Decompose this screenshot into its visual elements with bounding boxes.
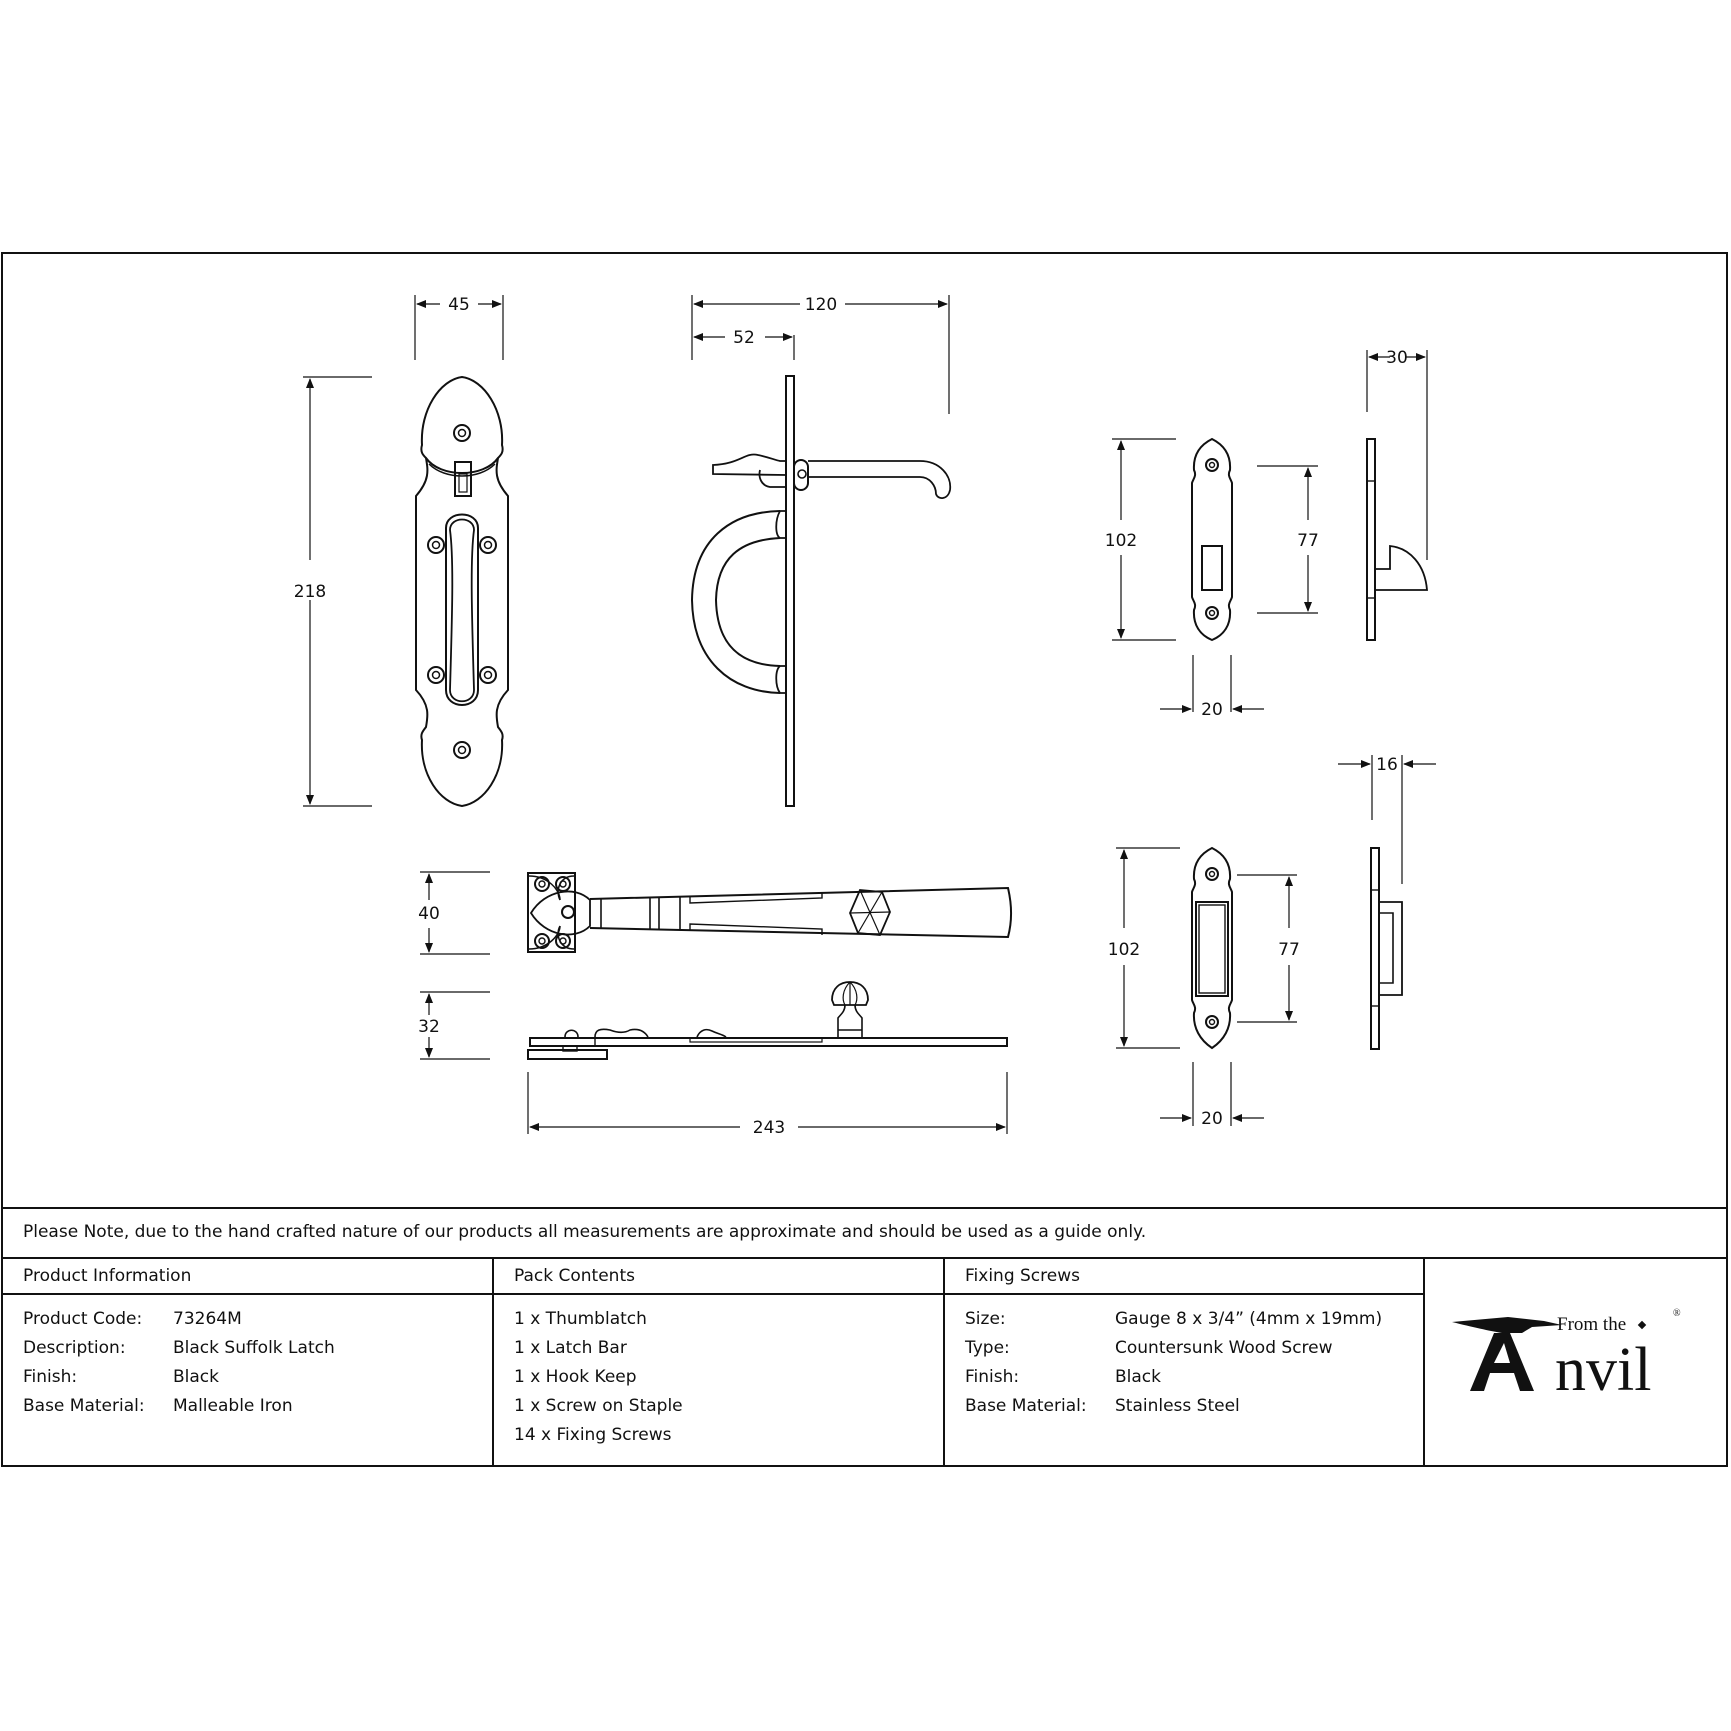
latch-bar-side-view: [420, 981, 1008, 1134]
dim-thumblatch-width: 45: [448, 295, 470, 315]
logo-brand: nvil: [1555, 1336, 1651, 1404]
fixing-screw-row: Base Material:Stainless Steel: [965, 1396, 1240, 1416]
registered-mark: ®: [1673, 1308, 1681, 1319]
pack-item: 1 x Latch Bar: [514, 1338, 627, 1358]
fixing-screw-row: Type:Countersunk Wood Screw: [965, 1338, 1333, 1358]
from-the-anvil-logo: nvil From the ®: [1412, 1259, 1728, 1467]
staple-side-view: [1338, 755, 1436, 1050]
dim-hook-keep-projection: 30: [1386, 348, 1408, 368]
fixing-screws-column: Fixing Screws Size:Gauge 8 x 3/4” (4mm x…: [945, 1259, 1425, 1467]
product-info-row: Finish:Black: [23, 1367, 219, 1387]
dim-thumblatch-height: 218: [294, 582, 326, 602]
pack-contents-header: Pack Contents: [494, 1259, 943, 1295]
product-info-row: Product Code:73264M: [23, 1309, 242, 1329]
measurement-note: Please Note, due to the hand crafted nat…: [1, 1207, 1728, 1259]
dim-side-depth-handle: 52: [733, 328, 755, 348]
pack-item: 1 x Screw on Staple: [514, 1396, 683, 1416]
hook-keep-side-view: [1366, 350, 1428, 641]
dim-staple-hole-spacing: 77: [1278, 940, 1300, 960]
pack-contents-column: Pack Contents 1 x Thumblatch 1 x Latch B…: [494, 1259, 945, 1467]
dim-staple-projection: 16: [1376, 755, 1398, 775]
fixing-screw-row: Size:Gauge 8 x 3/4” (4mm x 19mm): [965, 1309, 1383, 1329]
pack-item: 1 x Hook Keep: [514, 1367, 637, 1387]
dim-staple-height: 102: [1108, 940, 1140, 960]
dim-hook-keep-height: 102: [1105, 531, 1137, 551]
product-information-column: Product Information Product Code:73264M …: [1, 1259, 494, 1467]
dim-latch-bar-top-height: 40: [418, 904, 440, 924]
staple-front-view: [1116, 846, 1297, 1126]
thumblatch-front-view: [303, 295, 509, 808]
info-table: Product Information Product Code:73264M …: [1, 1259, 1425, 1467]
anvil-logo-icon: nvil From the ®: [1452, 1308, 1681, 1404]
product-info-row: Description:Black Suffolk Latch: [23, 1338, 335, 1358]
thumblatch-side-view: [690, 295, 952, 807]
dim-staple-width: 20: [1201, 1109, 1223, 1129]
product-information-header: Product Information: [3, 1259, 492, 1295]
note-text: Please Note, due to the hand crafted nat…: [23, 1222, 1147, 1242]
dim-hook-keep-width: 20: [1201, 700, 1223, 720]
pack-item: 14 x Fixing Screws: [514, 1425, 672, 1445]
fixing-screws-header: Fixing Screws: [945, 1259, 1423, 1295]
hook-keep-front-view: [1112, 437, 1318, 713]
product-info-row: Base Material:Malleable Iron: [23, 1396, 293, 1416]
latch-bar-top-view: [420, 871, 1012, 955]
logo-tagline: From the: [1557, 1314, 1626, 1335]
pack-item: 1 x Thumblatch: [514, 1309, 647, 1329]
dim-side-depth-total: 120: [805, 295, 837, 315]
fixing-screw-row: Finish:Black: [965, 1367, 1161, 1387]
dim-latch-bar-side-height: 32: [418, 1017, 440, 1037]
dim-latch-bar-length: 243: [753, 1118, 785, 1138]
dim-hook-keep-hole-spacing: 77: [1297, 531, 1319, 551]
